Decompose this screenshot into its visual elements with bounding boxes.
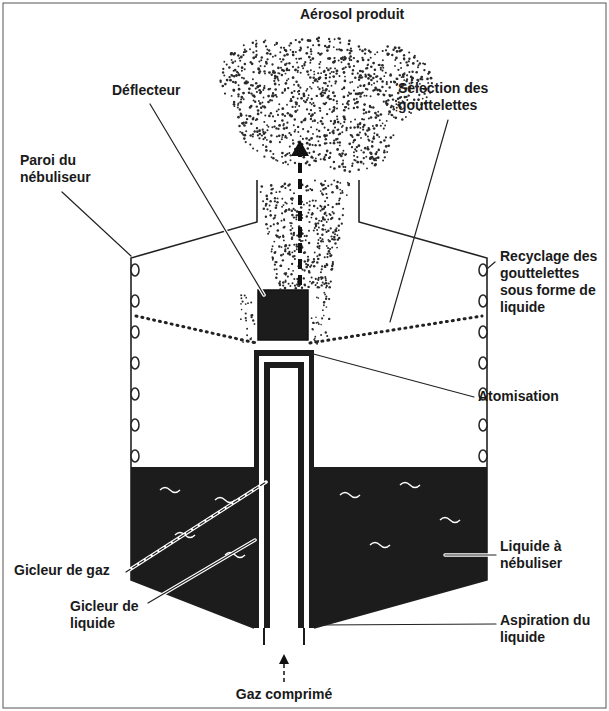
nebulizer-wall xyxy=(131,180,487,628)
flow-arrow xyxy=(298,154,302,285)
part-label: Aspiration du liquide xyxy=(500,612,604,646)
droplet xyxy=(131,388,139,400)
part-label: Recyclage des gouttelettes sous forme de… xyxy=(500,248,604,316)
droplet xyxy=(479,326,487,338)
droplet xyxy=(479,419,487,431)
gas-inlet xyxy=(264,628,304,645)
part-label: Liquide à nébuliser xyxy=(500,538,604,572)
gas-arrowhead xyxy=(279,654,289,664)
droplet xyxy=(479,264,487,276)
selection-line xyxy=(136,316,482,343)
part-label: Sélection des gouttelettes xyxy=(398,80,528,114)
droplet xyxy=(131,419,139,431)
gas-channel xyxy=(270,368,298,630)
part-label: Paroi du nébuliseur xyxy=(20,152,112,186)
part-label: Gaz comprimé xyxy=(224,686,344,703)
droplet xyxy=(479,295,487,307)
part-label: Déflecteur xyxy=(112,82,222,99)
droplet xyxy=(131,326,139,338)
recycling-droplets xyxy=(131,264,487,462)
deflector xyxy=(258,290,308,340)
frame xyxy=(3,3,606,708)
droplet xyxy=(131,295,139,307)
part-label: Atomisation xyxy=(478,388,603,405)
droplet xyxy=(131,450,139,462)
liquid xyxy=(314,467,487,628)
flow-arrowhead xyxy=(291,140,309,156)
liquid xyxy=(131,467,254,628)
droplet xyxy=(479,357,487,369)
gas-arrow xyxy=(283,662,285,682)
leader-lines xyxy=(62,104,496,625)
droplet xyxy=(479,450,487,462)
part-label: Gicleur de liquide xyxy=(70,598,148,632)
part-label: Aérosol produit xyxy=(300,6,450,23)
droplet xyxy=(131,357,139,369)
part-label: Gicleur de gaz xyxy=(14,562,126,579)
droplet xyxy=(131,264,139,276)
